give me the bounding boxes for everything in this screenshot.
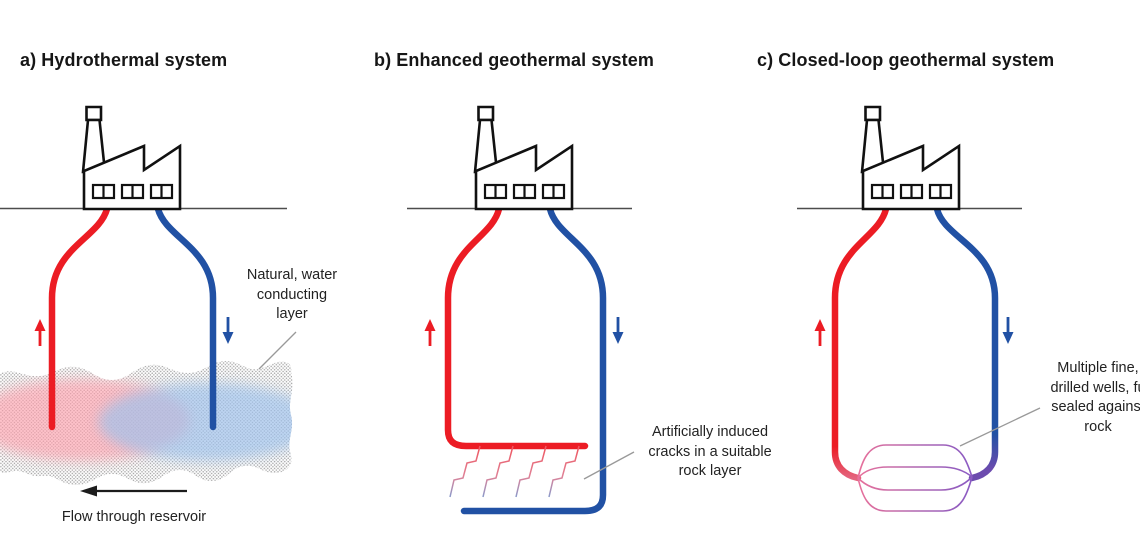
down-arrow-icon — [611, 315, 625, 346]
panel-b-graphics — [407, 105, 635, 515]
wells-label-line: rock — [1084, 418, 1112, 435]
reservoir-label-line: conducting — [256, 286, 328, 303]
cracks-label: Artificially induced cracks in a suitabl… — [635, 423, 785, 482]
panel-c-graphics — [797, 105, 1041, 512]
down-arrow-icon — [1001, 315, 1015, 346]
cracks-label-line: Artificially induced — [651, 424, 769, 440]
factory-icon — [473, 105, 574, 211]
wells-label: Multiple fine, drilled wells, fu sealed … — [1018, 359, 1140, 437]
panel-c-title: c) Closed-loop geothermal system — [757, 50, 1055, 70]
up-arrow-icon — [813, 317, 827, 348]
hot-pipe — [831, 205, 890, 482]
cracks-label-line: rock layer — [678, 463, 742, 479]
cold-pipe — [460, 205, 607, 515]
pointer-line — [959, 407, 1041, 447]
reservoir-layer — [0, 361, 293, 485]
up-arrow-icon — [33, 317, 47, 348]
cold-pipe — [933, 205, 999, 482]
factory-icon — [81, 105, 182, 211]
hot-pipe — [48, 205, 111, 431]
panel-b-title: b) Enhanced geothermal system — [374, 50, 654, 70]
flow-label: Flow through reservoir — [54, 508, 214, 528]
reservoir-label-line: layer — [276, 306, 308, 322]
left-arrow-icon — [80, 485, 187, 497]
reservoir-label-line: Natural, water — [246, 267, 338, 283]
wells-label-line: drilled wells, fu — [1050, 379, 1140, 396]
cracks-label-line: cracks in a suitable — [648, 443, 772, 460]
pointer-line — [583, 451, 635, 480]
wells-label-line: sealed against — [1051, 399, 1140, 415]
wells-label-line: Multiple fine, — [1057, 360, 1139, 376]
factory-icon — [860, 105, 961, 211]
hot-pipe — [444, 205, 589, 450]
cold-pipe — [154, 205, 217, 431]
panel-a-title: a) Hydrothermal system — [20, 50, 228, 70]
cold-plume — [99, 383, 293, 461]
up-arrow-icon — [423, 317, 437, 348]
pointer-line — [258, 331, 297, 370]
reservoir-label: Natural, water conducting layer — [217, 266, 367, 325]
panel-a-graphics — [0, 105, 297, 497]
flow-label-text: Flow through reservoir — [61, 509, 207, 525]
loop-wells — [857, 444, 973, 512]
crack-lines — [449, 445, 580, 498]
